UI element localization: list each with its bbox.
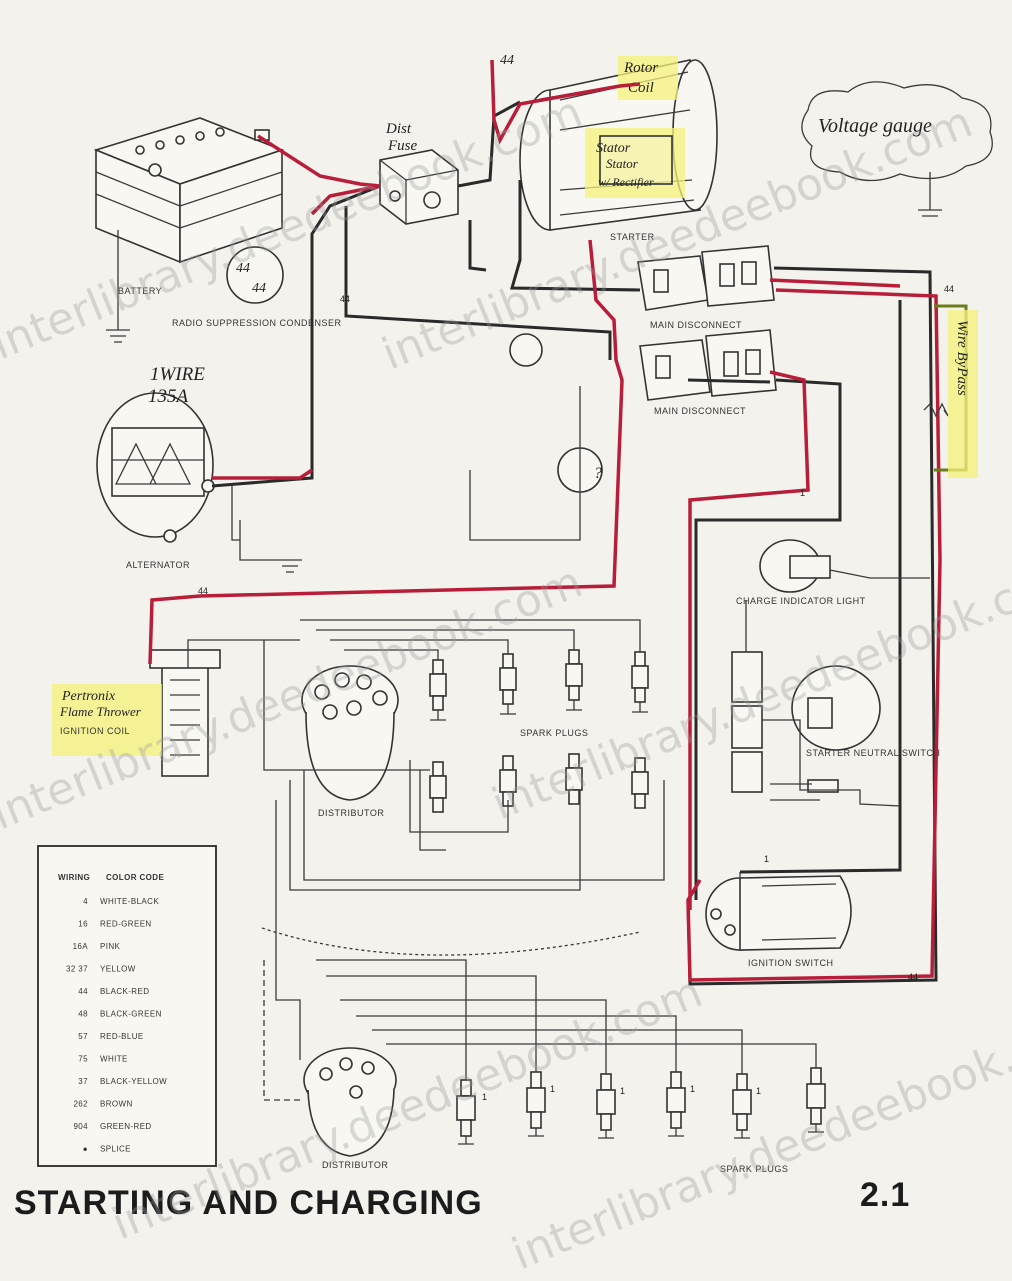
pertronix-note-2: Flame Thrower <box>59 704 142 719</box>
starter-note: Stator <box>596 141 631 156</box>
page-title: STARTING AND CHARGING <box>14 1184 483 1222</box>
wire-number-labels: 44 44 44 44 1 1 <box>198 284 954 982</box>
color-code-number: 57 <box>78 1032 88 1041</box>
color-code-number: 16 <box>78 920 88 929</box>
color-code-number: 75 <box>78 1055 88 1064</box>
svg-text:44: 44 <box>198 586 208 596</box>
color-code-number: ● <box>83 1145 88 1154</box>
battery: BATTERY <box>93 117 285 296</box>
starter-highlight <box>585 128 685 198</box>
main-disconnect-label-1: MAIN DISCONNECT <box>650 320 742 330</box>
charge-indicator-light: CHARGE INDICATOR LIGHT <box>736 539 866 606</box>
red-wires <box>148 59 942 982</box>
voltage-gauge-note: Voltage gauge <box>801 81 993 217</box>
svg-text:1: 1 <box>482 1092 487 1102</box>
dist-fuse-note: Dist <box>385 121 412 137</box>
svg-text:1: 1 <box>550 1084 555 1094</box>
main-disconnect-lower: MAIN DISCONNECT <box>639 329 777 416</box>
svg-text:44: 44 <box>908 972 918 982</box>
color-code-number: 4 <box>83 897 88 906</box>
alternator: 1WIRE 135A ALTERNATOR <box>96 364 215 570</box>
svg-text:1: 1 <box>764 854 769 864</box>
color-code-number: 32 37 <box>66 965 88 974</box>
color-code-color: BLACK-RED <box>100 987 149 996</box>
alternator-note-1: 1WIRE <box>150 364 205 385</box>
color-code-number: 16A <box>73 942 89 951</box>
spark-plugs-lower: 1 1 1 1 1 SPARK PLUGS <box>456 1067 826 1174</box>
color-code-number: 37 <box>78 1077 88 1086</box>
radio-suppression-condenser: 44 44 RADIO SUPPRESSION CONDENSER <box>172 246 342 328</box>
main-disconnect-label-2: MAIN DISCONNECT <box>654 406 746 416</box>
svg-text:1: 1 <box>800 488 805 498</box>
spark-plugs-label-upper: SPARK PLUGS <box>520 728 588 738</box>
rotor-coil-note: Rotor <box>623 60 658 76</box>
charge-indicator-label: CHARGE INDICATOR LIGHT <box>736 596 866 606</box>
color-code-number: 904 <box>73 1122 88 1131</box>
ignition-switch: IGNITION SWITCH <box>705 875 852 968</box>
resistor-wire-bypass: Wire ByPass <box>923 304 978 478</box>
distributor-label-upper: DISTRIBUTOR <box>318 808 384 818</box>
wire-44-note: 44 <box>500 53 514 68</box>
rotor-coil-highlight <box>618 56 678 100</box>
svg-text:44: 44 <box>236 261 250 276</box>
alternator-label: ALTERNATOR <box>126 560 190 570</box>
ignition-switch-label: IGNITION SWITCH <box>748 958 834 968</box>
distributor-label-lower: DISTRIBUTOR <box>322 1160 388 1170</box>
color-code-number: 262 <box>73 1100 88 1109</box>
spark-plugs-label-lower: SPARK PLUGS <box>720 1164 788 1174</box>
svg-text:44: 44 <box>340 294 350 304</box>
distributor-upper: DISTRIBUTOR <box>301 665 399 818</box>
svg-text:1: 1 <box>620 1086 625 1096</box>
dist-fuse-relay: Dist Fuse <box>379 121 459 225</box>
radio-condenser-label: RADIO SUPPRESSION CONDENSER <box>172 318 342 328</box>
color-code-color: RED-BLUE <box>100 1032 144 1041</box>
color-code-title-2: COLOR CODE <box>106 873 164 882</box>
color-code-title-1: WIRING <box>58 873 90 882</box>
voltage-gauge-text: Voltage gauge <box>818 115 932 137</box>
ignition-coil: Pertronix Flame Thrower IGNITION COIL <box>52 649 221 777</box>
svg-text:?: ? <box>594 465 602 482</box>
thin-wires <box>187 386 930 1101</box>
color-code-color: GREEN-RED <box>100 1122 152 1131</box>
gauge-circle-upper <box>509 333 543 367</box>
svg-text:Fuse: Fuse <box>387 138 418 154</box>
svg-text:Stator: Stator <box>606 156 639 171</box>
svg-text:44: 44 <box>252 281 266 296</box>
page-number: 2.1 <box>860 1176 910 1214</box>
color-code-color: BROWN <box>100 1100 133 1109</box>
black-wires <box>211 84 938 986</box>
color-code-rows: 4 WHITE-BLACK 16 RED-GREEN 16A PINK 32 37 YELLO… <box>66 897 167 1154</box>
starter-label: STARTER <box>610 232 655 242</box>
svg-text:w/ Rectifier: w/ Rectifier <box>598 175 654 189</box>
color-code-color: WHITE-BLACK <box>100 897 159 906</box>
svg-text:1: 1 <box>756 1086 761 1096</box>
spark-plugs-upper: SPARK PLUGS <box>429 649 649 813</box>
ignition-coil-label: IGNITION COIL <box>60 726 130 736</box>
color-code-color: SPLICE <box>100 1145 131 1154</box>
svg-text:Coil: Coil <box>628 80 654 96</box>
color-code-color: YELLOW <box>100 965 136 974</box>
color-code-color: BLACK-GREEN <box>100 1010 162 1019</box>
starter-neutral-switch: STARTER NEUTRAL SWITCH <box>731 651 940 793</box>
starter-neutral-label: STARTER NEUTRAL SWITCH <box>806 748 940 758</box>
alternator-note-2: 135A <box>148 386 189 407</box>
battery-label: BATTERY <box>118 286 162 296</box>
distributor-lower: DISTRIBUTOR <box>303 1047 397 1170</box>
color-code-color: BLACK-YELLOW <box>100 1077 167 1086</box>
color-code-number: 48 <box>78 1010 88 1019</box>
svg-text:44: 44 <box>944 284 954 294</box>
color-code-number: 44 <box>78 987 88 996</box>
color-code-color: RED-GREEN <box>100 920 152 929</box>
wiring-color-code-table: WIRING COLOR CODE 4 WHITE-BLACK 16 RED-GREE… <box>37 845 217 1167</box>
pertronix-highlight <box>52 684 162 756</box>
svg-text:1: 1 <box>690 1084 695 1094</box>
main-disconnect-upper: MAIN DISCONNECT <box>637 245 775 330</box>
color-code-color: PINK <box>100 942 121 951</box>
pertronix-note-1: Pertronix <box>61 689 116 704</box>
starter: Stator Stator w/ Rectifier STARTER <box>519 59 718 242</box>
resistor-bypass-note: Wire ByPass <box>954 320 970 396</box>
color-code-color: WHITE <box>100 1055 128 1064</box>
